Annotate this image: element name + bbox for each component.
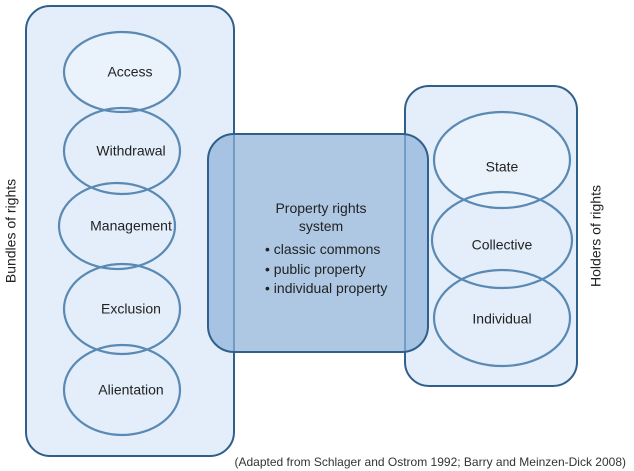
holders-of-rights-panel: State Collective Individual Holders of r…: [404, 85, 604, 387]
right-item-state: State: [486, 159, 519, 175]
bullet-classic-commons: • classic commons: [265, 241, 380, 257]
left-item-withdrawal: Withdrawal: [96, 143, 165, 159]
right-item-individual: Individual: [472, 311, 531, 327]
ellipse-individual: [432, 268, 572, 368]
center-title-line1: Property rights: [275, 200, 366, 216]
right-item-collective: Collective: [472, 237, 533, 253]
ellipse-alientation: [62, 343, 182, 437]
source-caption: (Adapted from Schlager and Ostrom 1992; …: [234, 455, 626, 469]
center-title-line2: system: [299, 218, 343, 234]
left-item-access: Access: [107, 64, 152, 80]
left-item-alientation: Alientation: [98, 382, 163, 398]
ellipse-exclusion: [62, 262, 182, 356]
ellipse-management: [57, 181, 177, 271]
bullet-individual-property: • individual property: [265, 280, 387, 296]
ellipse-state: [432, 110, 572, 210]
ellipse-withdrawal: [62, 106, 182, 196]
center-panel-box: [207, 133, 429, 353]
property-rights-system-panel: Property rights system • classic commons…: [207, 133, 429, 353]
ellipse-access: [62, 30, 182, 114]
bundles-of-rights-label: Bundles of rights: [3, 179, 19, 283]
bullet-public-property: • public property: [265, 261, 366, 277]
left-item-exclusion: Exclusion: [101, 301, 161, 317]
left-item-management: Management: [90, 218, 172, 234]
ellipse-collective: [430, 190, 574, 290]
bundles-of-rights-panel: Access Withdrawal Management Exclusion A…: [3, 5, 235, 457]
holders-of-rights-label: Holders of rights: [588, 185, 604, 287]
